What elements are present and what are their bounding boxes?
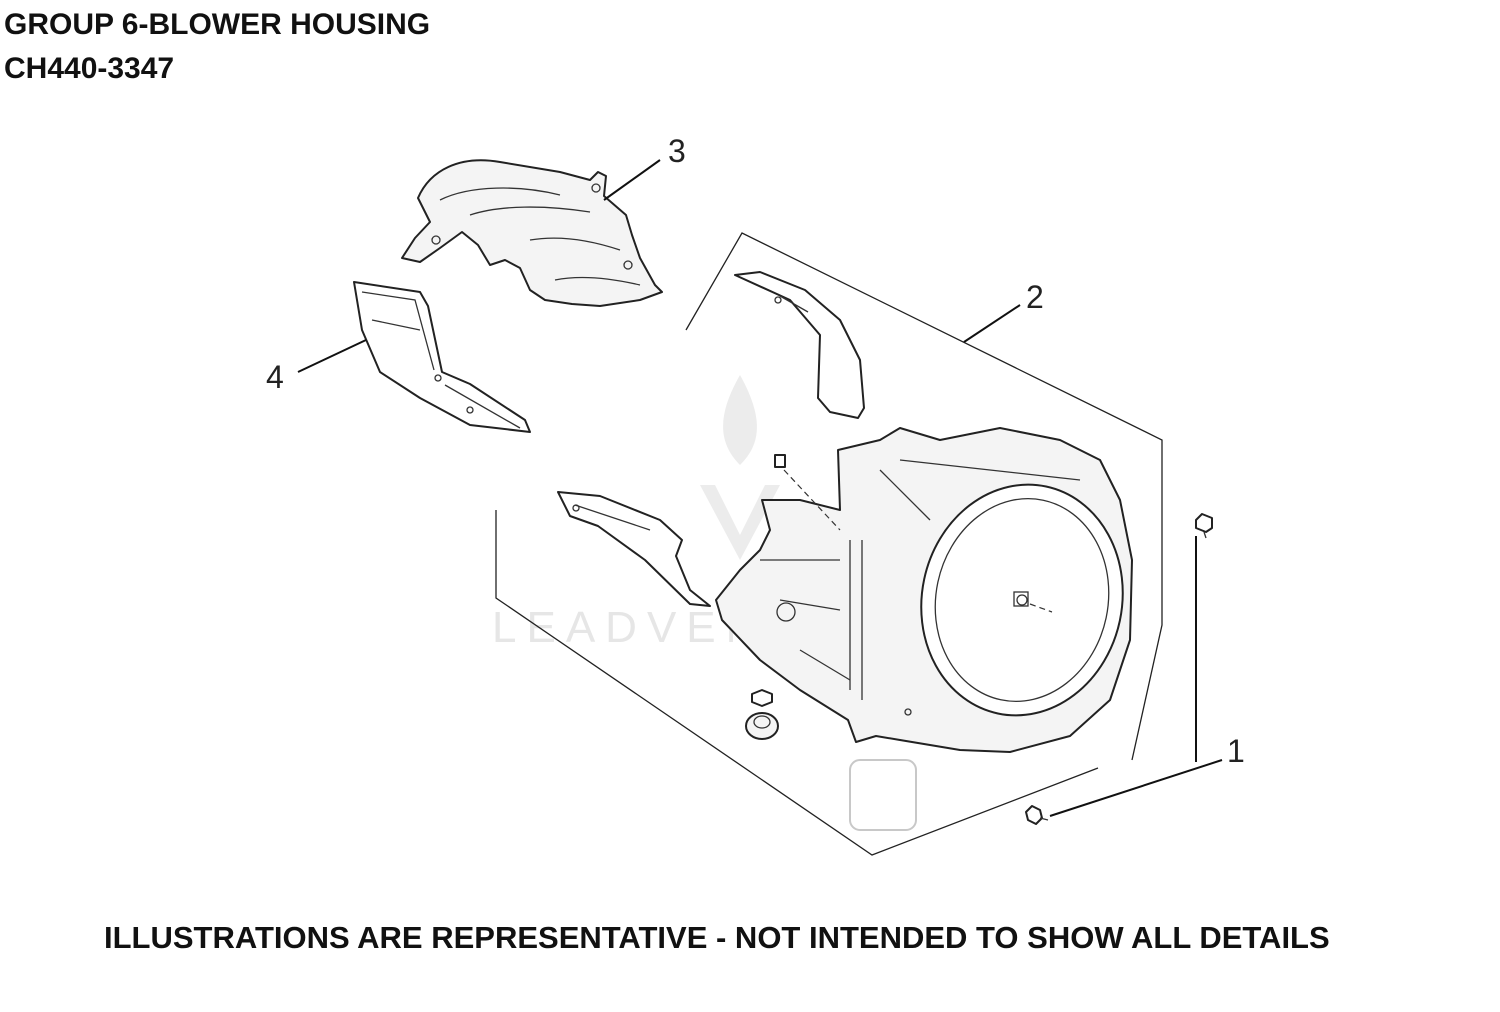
bolt-upper bbox=[1195, 513, 1213, 539]
leader-1b bbox=[1049, 759, 1223, 817]
callout-1: 1 bbox=[1227, 733, 1245, 769]
part-2-assembly-frame bbox=[495, 232, 1163, 856]
upper-baffle bbox=[734, 271, 865, 419]
callout-4: 4 bbox=[266, 359, 284, 395]
leader-4 bbox=[297, 339, 367, 373]
lower-baffle bbox=[557, 491, 711, 607]
part-3-upper-shroud bbox=[401, 159, 663, 307]
part-1-bolts bbox=[1025, 513, 1213, 825]
leader-3 bbox=[603, 159, 661, 201]
disclaimer-text: ILLUSTRATIONS ARE REPRESENTATIVE - NOT I… bbox=[104, 920, 1330, 955]
page-title: GROUP 6-BLOWER HOUSING bbox=[4, 8, 431, 41]
flame-logo bbox=[700, 375, 780, 560]
clip-nut bbox=[774, 454, 786, 468]
blower-housing bbox=[715, 427, 1133, 753]
grommet bbox=[745, 689, 779, 740]
label-box bbox=[849, 759, 917, 831]
part-4-deflector bbox=[353, 281, 531, 433]
callout-3: 3 bbox=[668, 133, 686, 169]
callout-2: 2 bbox=[1026, 279, 1044, 315]
model-number: CH440-3347 bbox=[4, 52, 175, 85]
bolt-lower bbox=[1025, 805, 1049, 825]
leader-2 bbox=[963, 304, 1021, 343]
leader-lines bbox=[297, 159, 1223, 817]
